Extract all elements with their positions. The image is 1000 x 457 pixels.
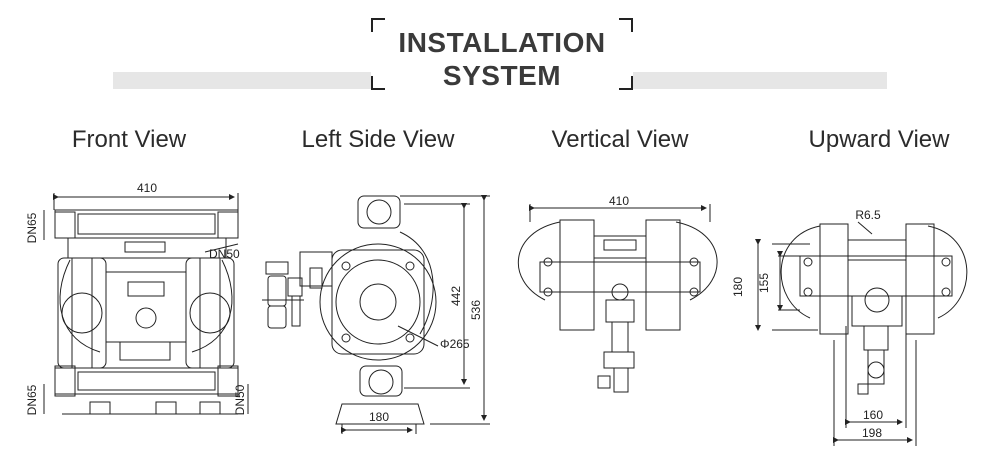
upward-view-drawing <box>755 221 968 446</box>
vertical-view-drawing <box>517 204 718 393</box>
left-base-dim: 180 <box>369 410 389 424</box>
bracket-top-left <box>371 18 385 32</box>
front-width-dim: 410 <box>137 181 157 195</box>
upward-radius-dim: R6.5 <box>855 208 881 222</box>
left-diameter-dim: Φ265 <box>440 337 470 351</box>
title-frame: INSTALLATION SYSTEM <box>371 18 633 92</box>
upward-height-outer-dim: 180 <box>731 277 745 297</box>
left-side-view-drawing <box>262 195 490 434</box>
front-view-label: Front View <box>71 126 187 153</box>
front-inlet-top-dim: DN65 <box>25 212 39 243</box>
bracket-bottom-right <box>619 76 633 90</box>
bracket-top-right <box>619 18 633 32</box>
left-height-total-dim: 536 <box>469 300 483 320</box>
upward-base-inner-dim: 160 <box>863 408 883 422</box>
left-height-inner-dim: 442 <box>449 286 463 306</box>
bracket-bottom-left <box>371 76 385 90</box>
upward-view-label: Upward View <box>808 126 950 153</box>
vertical-view-label: Vertical View <box>551 126 689 153</box>
upward-base-outer-dim: 198 <box>862 426 882 440</box>
front-view-drawing <box>43 193 249 415</box>
page-title-line2: SYSTEM <box>442 60 562 91</box>
page-title-line1: INSTALLATION <box>398 27 606 58</box>
upward-height-inner-dim: 155 <box>757 273 771 293</box>
header: INSTALLATION SYSTEM <box>0 0 1000 100</box>
front-inlet-bottom-dim: DN65 <box>25 384 39 415</box>
left-side-view-label: Left Side View <box>301 126 455 153</box>
page-title: INSTALLATION SYSTEM <box>371 26 633 92</box>
front-outlet-bottom-dim: DN50 <box>233 384 247 415</box>
front-outlet-top-dim: DN50 <box>209 247 240 261</box>
vertical-width-dim: 410 <box>609 194 629 208</box>
